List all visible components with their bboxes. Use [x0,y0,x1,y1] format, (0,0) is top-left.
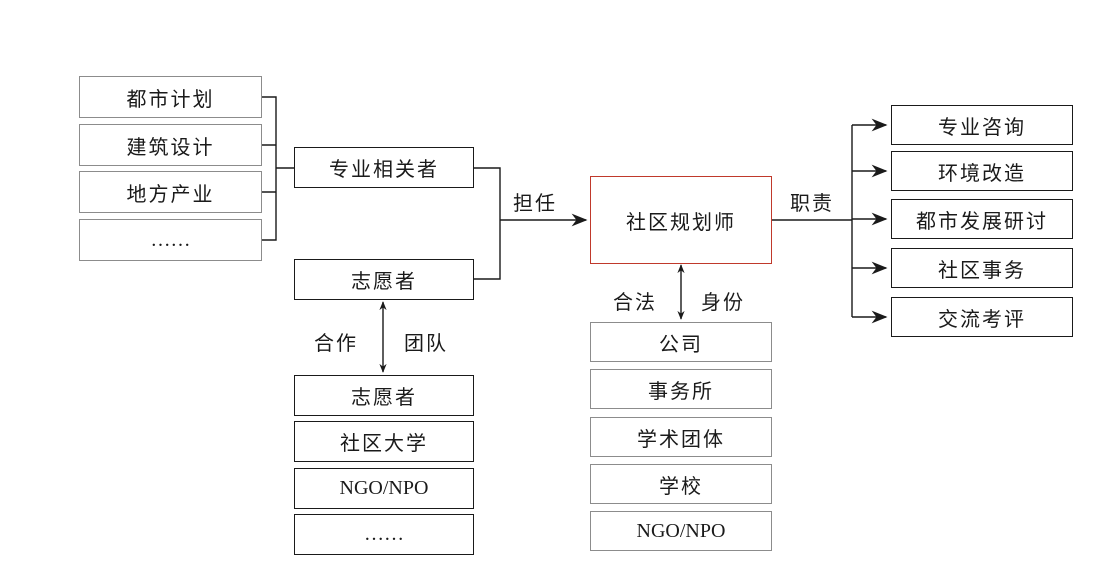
specialist-box: 专业相关者 [294,147,474,188]
field-label: 都市计划 [126,86,215,111]
duty-box-2: 环境改造 [891,151,1073,191]
field-label: 地方产业 [126,181,215,206]
identity-label: NGO/NPO [636,519,726,542]
cooperation-label: 合作 [314,331,358,355]
center-box: 社区规划师 [590,176,772,264]
team-label: 志愿者 [351,385,417,409]
field-box-1: 都市计划 [79,76,262,118]
field-label: …… [150,228,191,251]
duty-label: 专业咨询 [938,114,1026,139]
specialist-label: 专业相关者 [329,157,439,181]
identity-box-3: 学术团体 [590,417,772,457]
team-label: …… [364,523,404,545]
field-label: 建筑设计 [126,134,215,159]
team-box-1: 志愿者 [294,375,474,416]
duty-box-3: 都市发展研讨 [891,199,1073,239]
team-label: NGO/NPO [339,477,429,499]
field-box-2: 建筑设计 [79,124,262,166]
duty-label: 社区事务 [938,257,1026,282]
volunteer-label: 志愿者 [351,269,417,293]
duties-label: 职责 [790,191,834,215]
team-box-ellipsis: …… [294,514,474,555]
identity-box-4: 学校 [590,464,772,504]
identity-box-2: 事务所 [590,369,772,409]
duty-label: 交流考评 [938,306,1026,331]
center-label: 社区规划师 [626,209,736,234]
identity-label: 学校 [659,473,703,498]
identity-label: 事务所 [648,378,714,403]
identity-label: 公司 [659,331,703,356]
specialist-volunteer-bracket [474,167,501,280]
team-label: 社区大学 [340,431,428,455]
duty-label: 都市发展研讨 [916,208,1048,233]
duty-box-4: 社区事务 [891,248,1073,288]
team-box-2: 社区大学 [294,421,474,462]
duty-box-5: 交流考评 [891,297,1073,337]
team-box-3: NGO/NPO [294,468,474,509]
duty-box-1: 专业咨询 [891,105,1073,145]
identity-label: 学术团体 [637,426,725,451]
assume-label: 担任 [513,191,557,215]
fields-bracket [262,96,277,241]
duty-label: 环境改造 [938,160,1026,185]
identity-box-1: 公司 [590,322,772,362]
field-box-ellipsis: …… [79,219,262,261]
legal-label: 合法 [613,290,657,314]
volunteer-box: 志愿者 [294,259,474,300]
identity-label: 身份 [701,290,745,314]
identity-box-5: NGO/NPO [590,511,772,551]
field-box-3: 地方产业 [79,171,262,213]
team-label: 团队 [404,331,448,355]
